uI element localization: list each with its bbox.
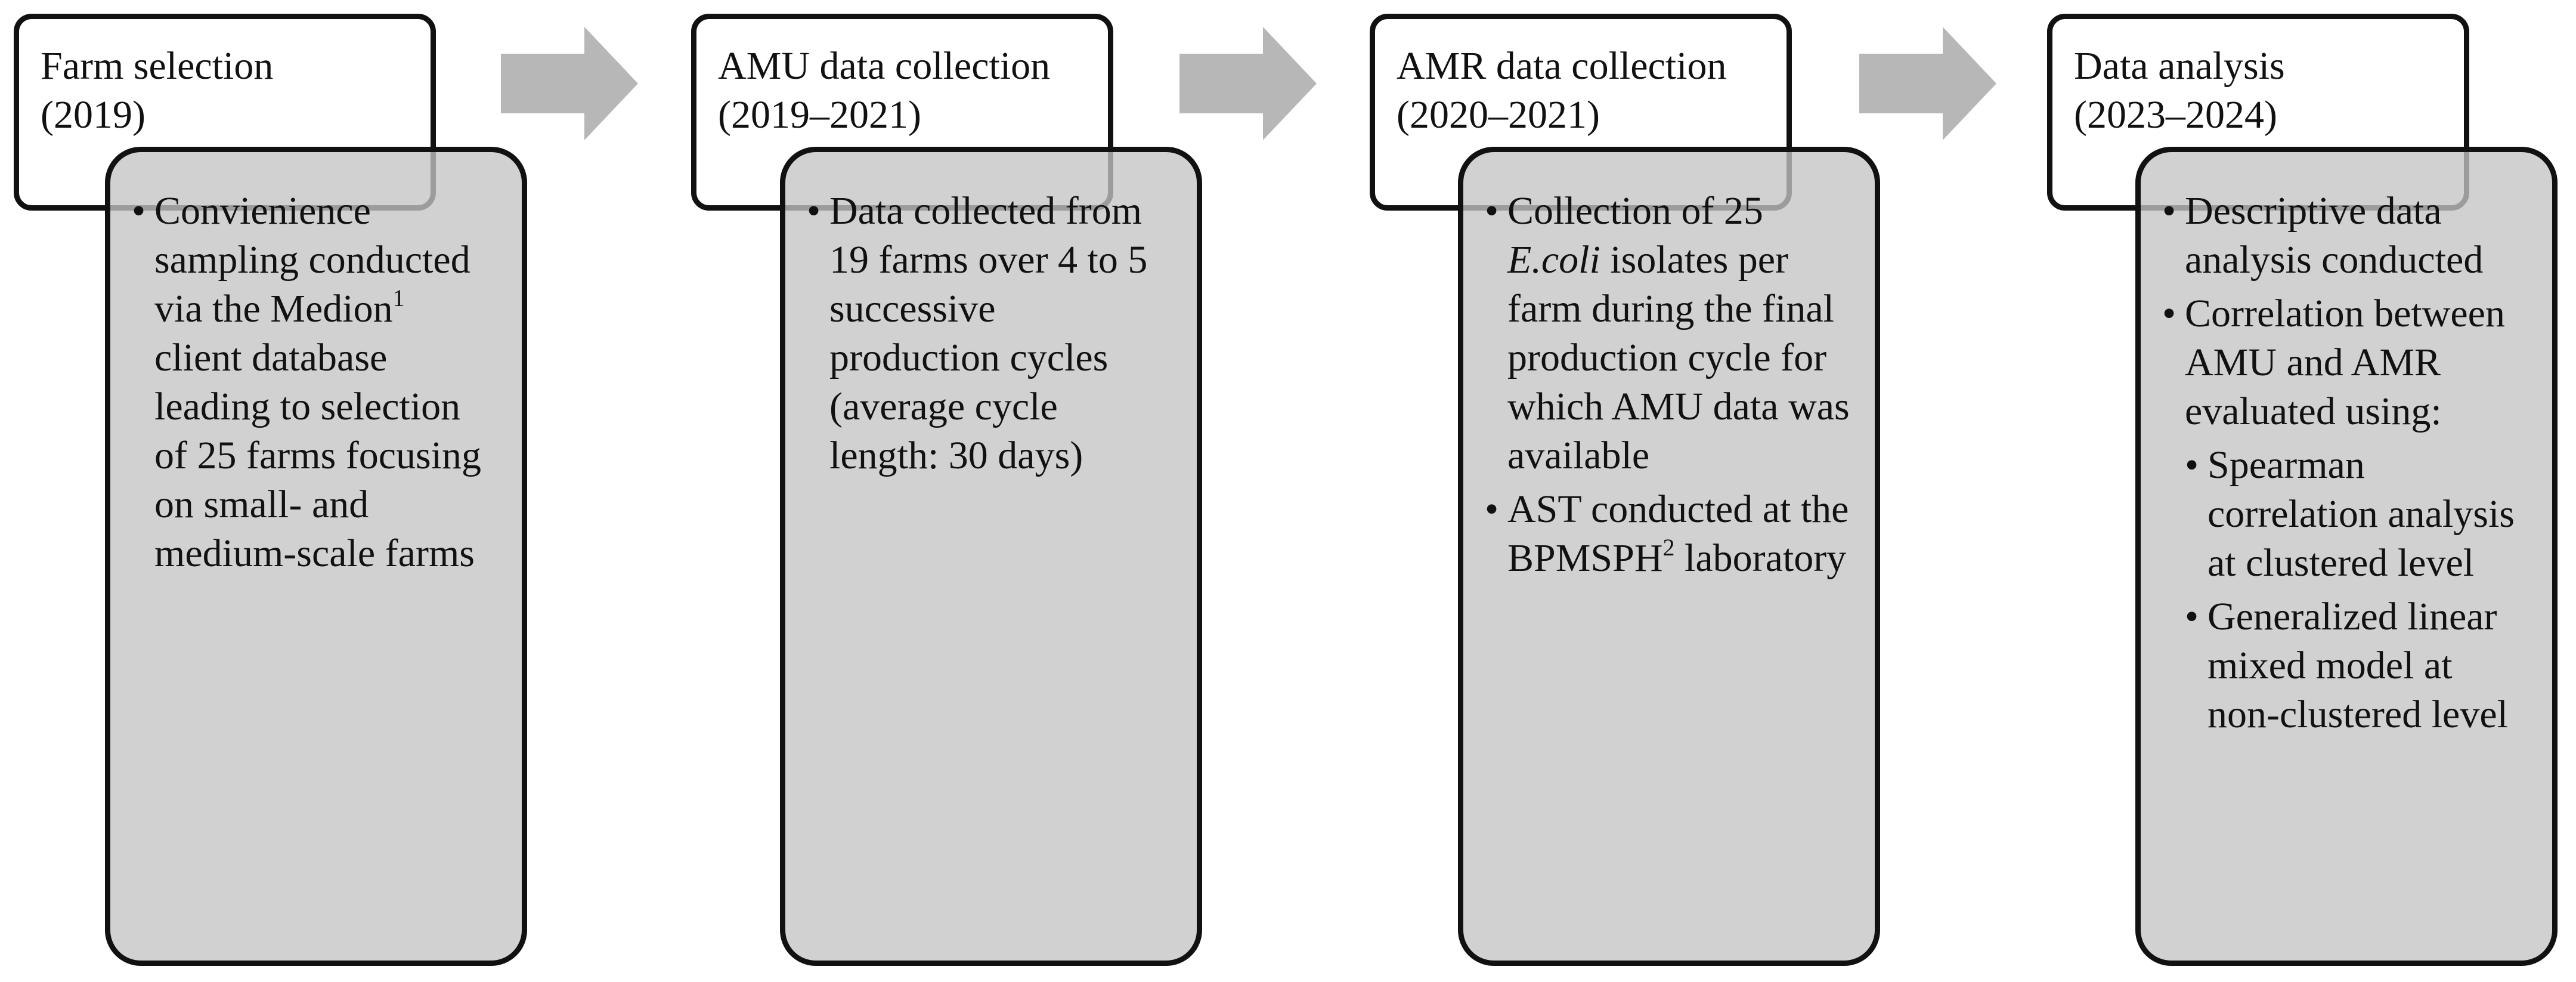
bullet-item: Data collected from 19 farms over 4 to 5… — [807, 187, 1173, 480]
stage-title: AMU data collection — [718, 44, 1051, 88]
arrow-right-icon — [1859, 27, 1996, 140]
stage-period: (2023–2024) — [2074, 93, 2277, 137]
stage-title: AMR data collection — [1397, 44, 1727, 88]
bullet-item: Correlation between AMU and AMR evaluate… — [2162, 289, 2528, 436]
sub-bullet-item: Generalized linear mixed model at non-cl… — [2185, 592, 2528, 739]
stage-period: (2019–2021) — [718, 93, 921, 137]
stage-period: (2020–2021) — [1397, 93, 1600, 137]
arrow-right-icon — [501, 27, 638, 140]
bullet-item: Collection of 25 E.coli isolates per far… — [1485, 187, 1851, 480]
farm-selection-details-box: Convienience sampling conducted via the … — [105, 147, 527, 966]
bullet-item: Descriptive data analysis conducted — [2162, 187, 2528, 285]
amr-collection-details-box: Collection of 25 E.coli isolates per far… — [1458, 147, 1880, 966]
bullet-item: AST conducted at the BPMSPH2 laboratory — [1485, 485, 1851, 583]
arrow-right-icon — [1179, 27, 1317, 140]
amu-collection-details-box: Data collected from 19 farms over 4 to 5… — [780, 147, 1202, 966]
data-analysis-details-box: Descriptive data analysis conducted Corr… — [2135, 147, 2558, 966]
sub-bullet-item: Spearman correlation analysis at cluster… — [2185, 441, 2528, 588]
stage-period: (2019) — [41, 93, 145, 137]
stage-title: Data analysis — [2074, 44, 2285, 88]
stage-title: Farm selection — [41, 44, 274, 88]
bullet-item: Convienience sampling conducted via the … — [132, 187, 498, 578]
